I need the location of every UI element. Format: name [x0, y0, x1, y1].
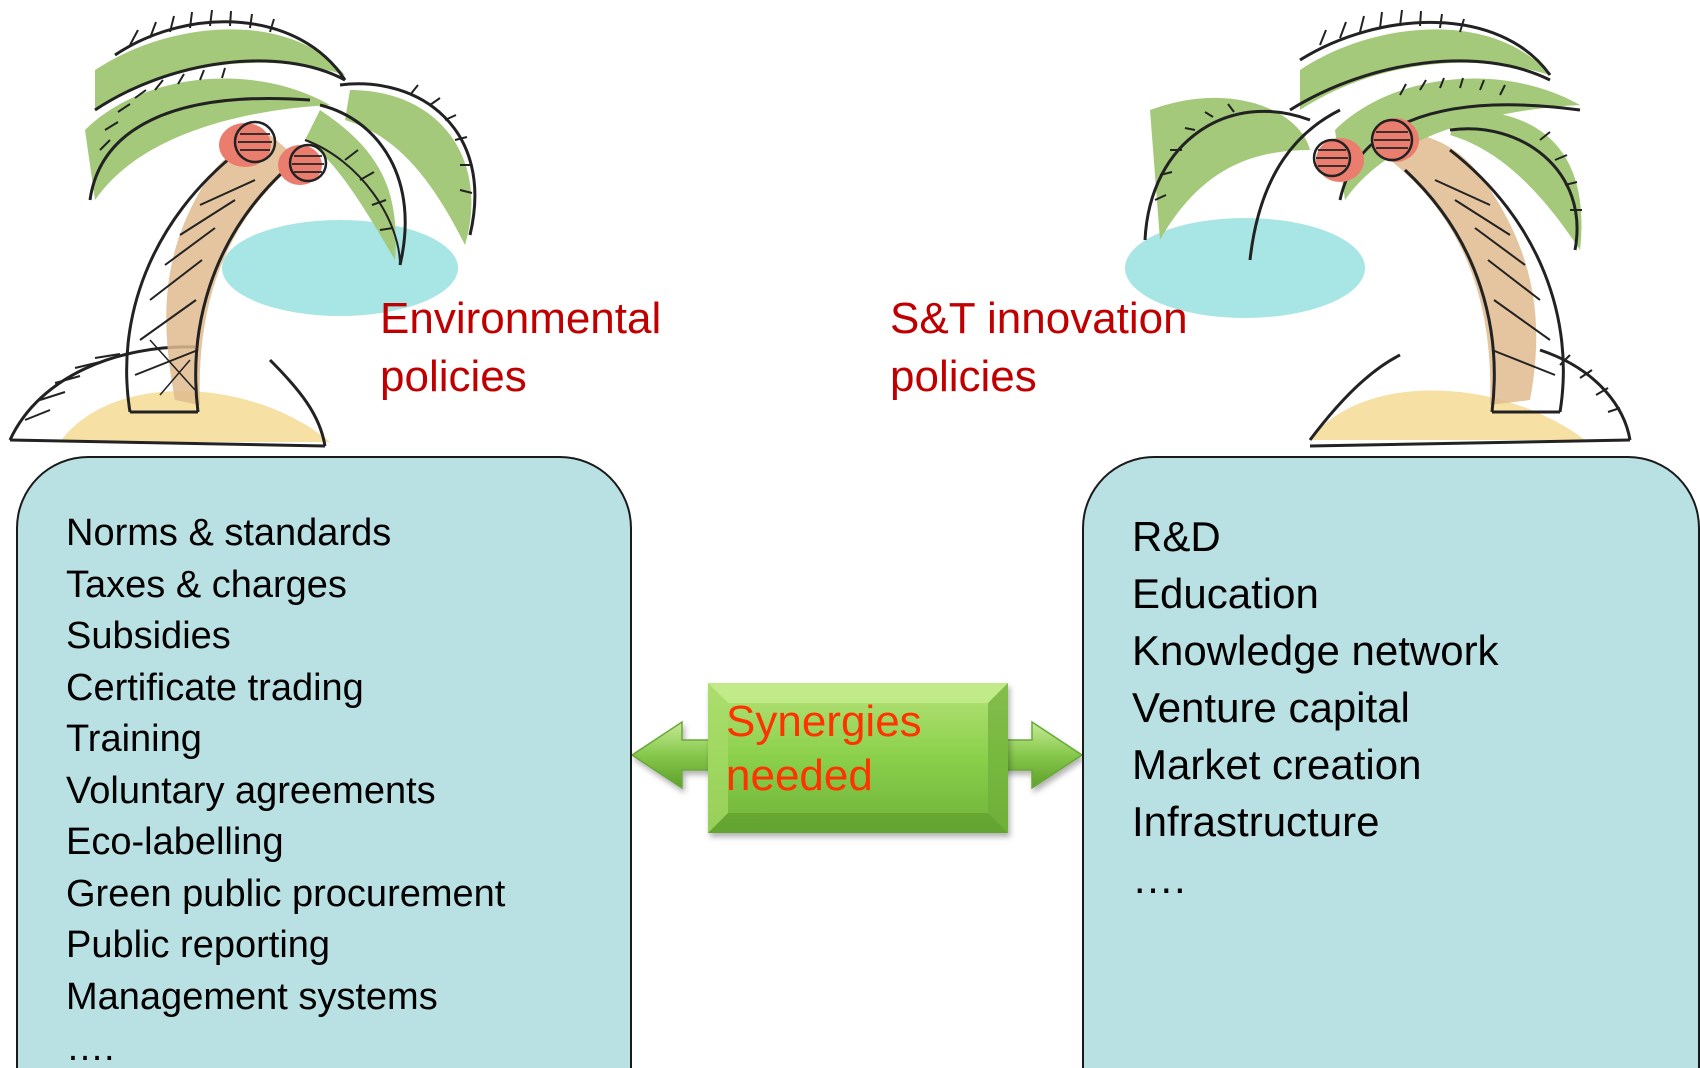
list-item: Training — [66, 718, 202, 760]
list-item: Norms & standards — [66, 512, 392, 554]
environmental-policies-title: Environmental policies — [380, 290, 661, 406]
title-line: policies — [890, 352, 1037, 401]
st-innovation-policies-panel: R&D Education Knowledge network Venture … — [1082, 456, 1700, 1068]
st-innovation-policies-title: S&T innovation policies — [890, 290, 1188, 406]
list-item: Subsidies — [66, 615, 231, 657]
right-palm-island-icon — [1125, 9, 1632, 448]
list-item: Infrastructure — [1132, 798, 1380, 845]
list-item: Voluntary agreements — [66, 769, 436, 812]
list-item: …. — [1132, 855, 1186, 902]
list-item: Management systems — [66, 975, 438, 1018]
synergies-needed-label: Synergies needed — [726, 695, 922, 803]
list-item: Certificate trading — [66, 666, 364, 709]
list-item: Venture capital — [1132, 684, 1410, 731]
list-item: Taxes & charges — [66, 563, 347, 606]
label-line: needed — [726, 751, 873, 800]
list-item: Green public procurement — [66, 872, 506, 915]
st-innovation-policy-list: R&D Education Knowledge network Venture … — [1132, 508, 1698, 907]
list-item: Market creation — [1132, 741, 1422, 788]
list-item: Public reporting — [66, 924, 331, 966]
title-line: S&T innovation — [890, 294, 1188, 343]
environmental-policy-list: Norms & standards Taxes & charges Subsid… — [66, 508, 630, 1068]
left-palm-island-icon — [8, 9, 477, 448]
list-item: …. — [66, 1027, 115, 1068]
list-item: Education — [1132, 570, 1319, 617]
double-headed-arrow-icon — [630, 683, 1084, 833]
list-item: R&D — [1132, 513, 1221, 560]
environmental-policies-panel: Norms & standards Taxes & charges Subsid… — [16, 456, 632, 1068]
title-line: policies — [380, 352, 527, 401]
title-line: Environmental — [380, 294, 662, 343]
list-item: Knowledge network — [1132, 627, 1499, 674]
list-item: Eco-labelling — [66, 821, 284, 863]
label-line: Synergies — [726, 697, 922, 746]
